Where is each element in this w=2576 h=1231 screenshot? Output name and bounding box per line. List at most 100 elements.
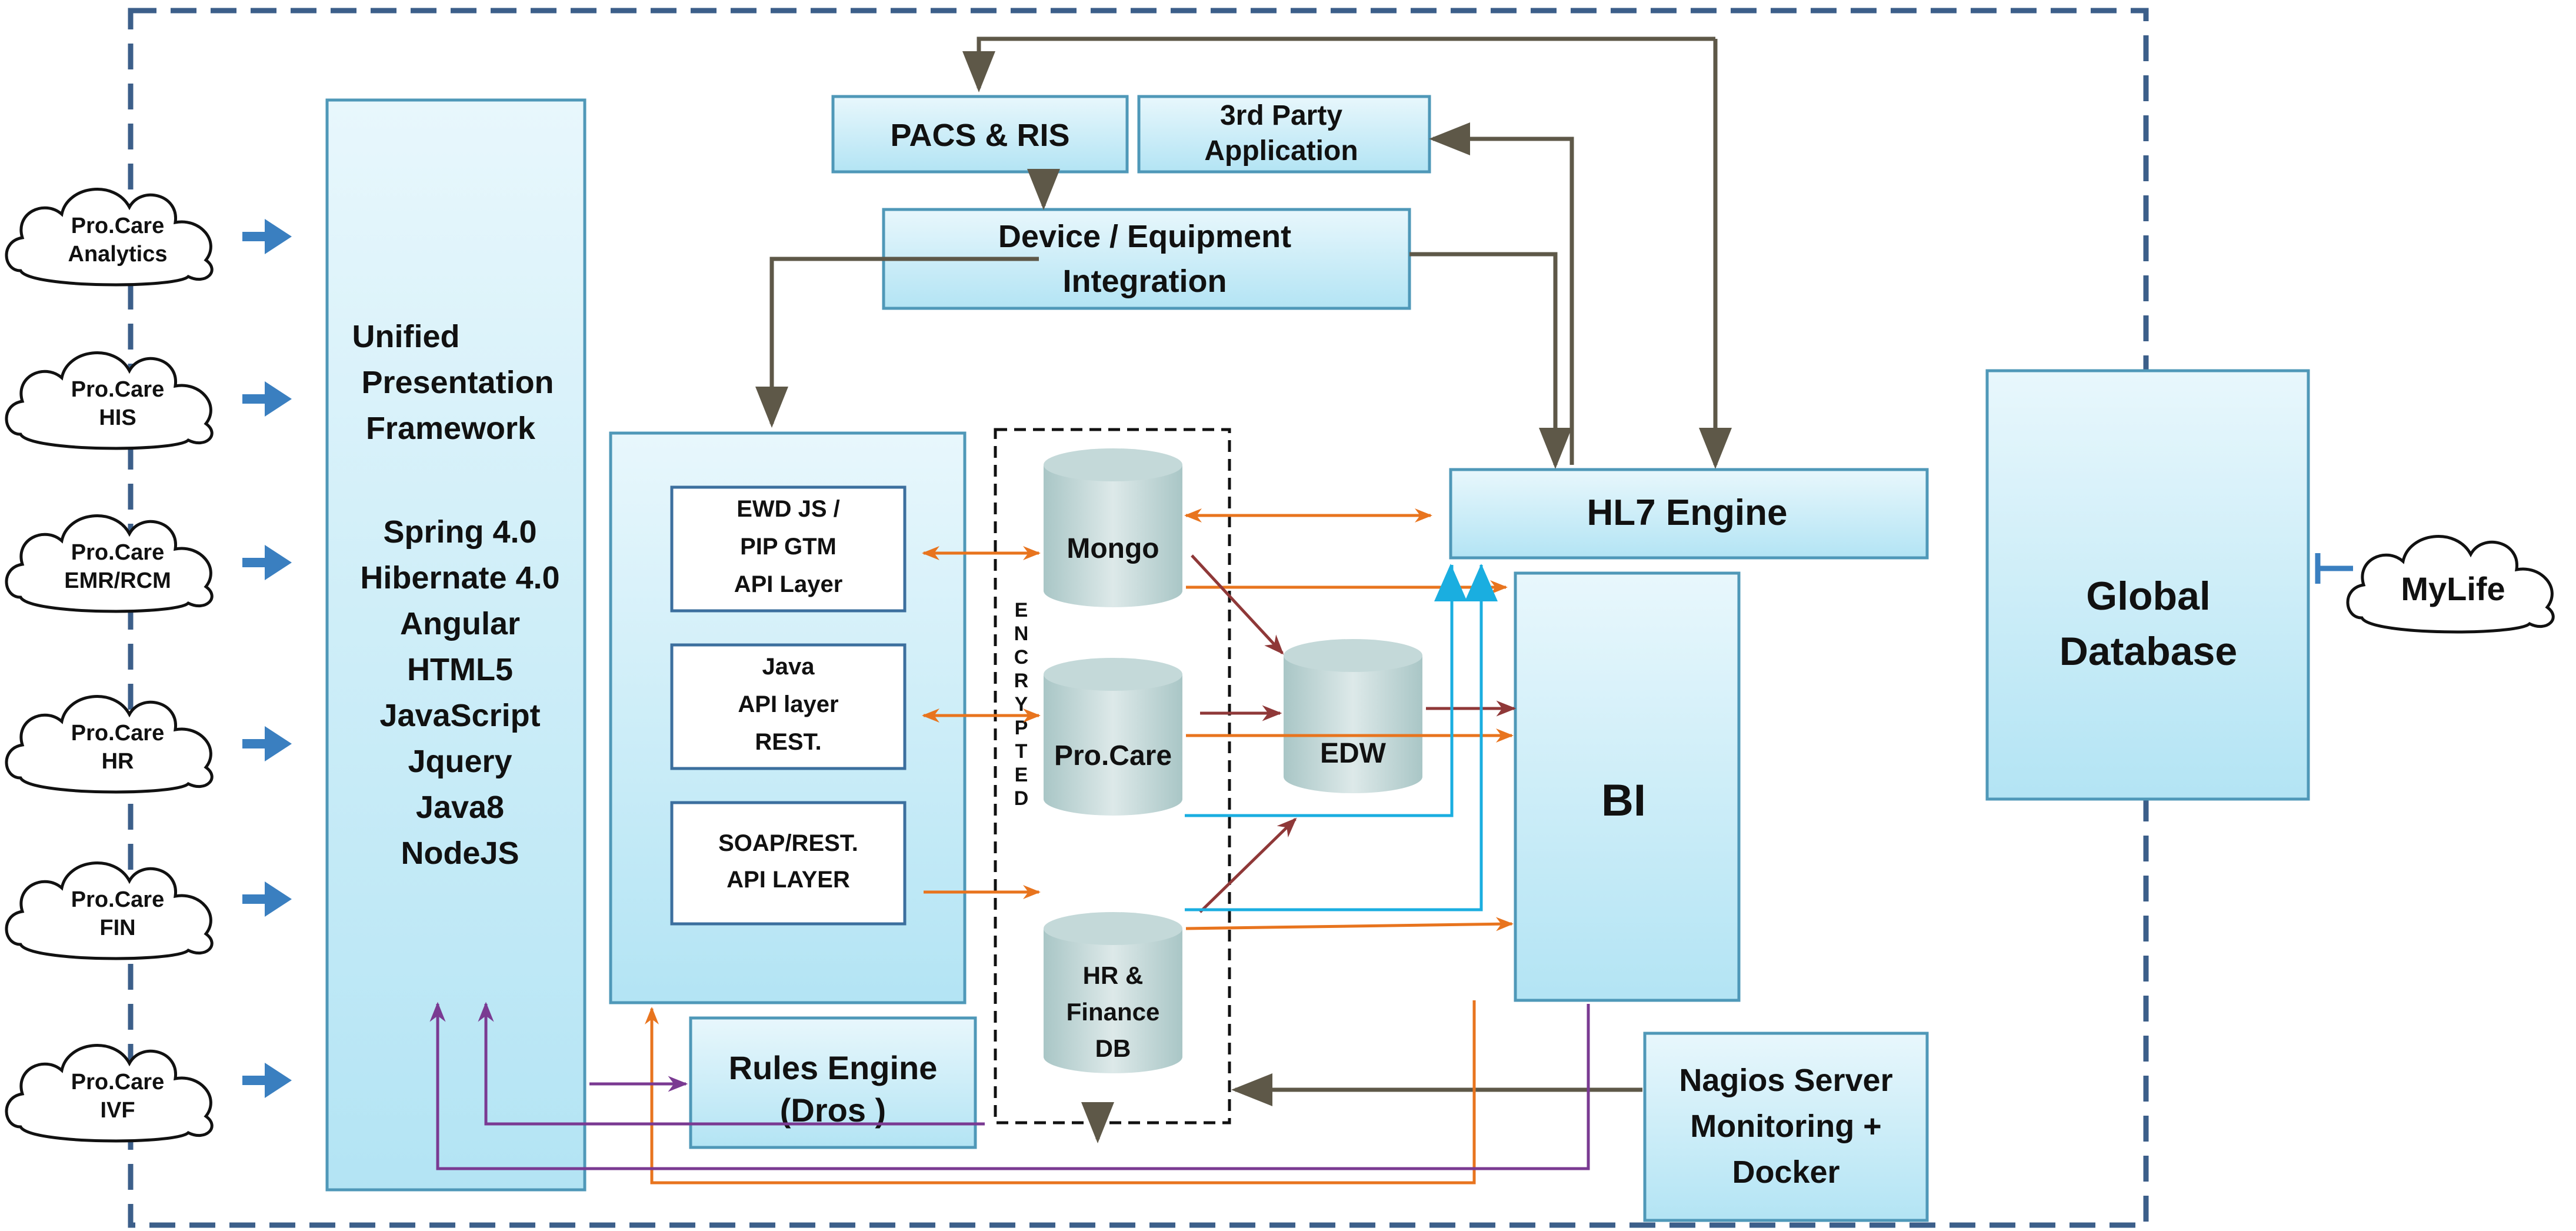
svg-text:N: N bbox=[1014, 623, 1029, 645]
pacs-ris-label: PACS & RIS bbox=[890, 118, 1069, 153]
mylife-label: MyLife bbox=[2401, 570, 2505, 607]
cloud-label-line1: Pro.Care bbox=[71, 214, 164, 238]
api-layer-ewd bbox=[670, 485, 907, 613]
cloud-procare-fin: Pro.Care FIN bbox=[5, 861, 214, 960]
api-layer-java bbox=[670, 643, 907, 770]
upf-tech-javascript: JavaScript bbox=[379, 698, 540, 733]
svg-text:C: C bbox=[1014, 646, 1029, 668]
cloud-label-line1: Pro.Care bbox=[71, 887, 164, 912]
global-db-line2: Database bbox=[2060, 629, 2237, 674]
cloud-label-line2: EMR/RCM bbox=[64, 568, 171, 593]
upf-tech-java8: Java8 bbox=[416, 790, 504, 825]
hrfin-line2: Finance bbox=[1067, 998, 1160, 1026]
third-party-line1: 3rd Party bbox=[1220, 100, 1342, 131]
api-layer-soap-rest bbox=[670, 801, 907, 926]
bi-box: BI bbox=[1514, 571, 1741, 1002]
hl7-engine-box: HL7 Engine bbox=[1449, 468, 1929, 560]
cloud-label-line2: IVF bbox=[100, 1098, 135, 1123]
encrypted-label: E N C R Y P T E D bbox=[1014, 599, 1029, 810]
mongo-label: Mongo bbox=[1067, 533, 1159, 564]
cloud-label-line1: Pro.Care bbox=[71, 377, 164, 402]
nagios-line1: Nagios Server bbox=[1679, 1063, 1892, 1098]
cloud-procare-analytics: Pro.Care Analytics bbox=[5, 188, 214, 287]
upf-title-line1: Unified bbox=[352, 319, 460, 354]
cyan-connectors bbox=[1185, 565, 1483, 911]
upf-title-line3: Framework bbox=[366, 411, 536, 446]
upf-tech-nodejs: NodeJS bbox=[401, 836, 519, 871]
third-party-line2: Application bbox=[1204, 135, 1358, 167]
cloud-label-line2: Analytics bbox=[68, 242, 168, 267]
cloud-icon bbox=[5, 861, 214, 960]
cloud-procare-emr-rcm: Pro.Care EMR/RCM bbox=[5, 514, 214, 613]
edw-database: EDW bbox=[1284, 639, 1422, 793]
bi-label: BI bbox=[1601, 776, 1646, 826]
edw-label: EDW bbox=[1320, 738, 1387, 769]
upf-tech-jquery: Jquery bbox=[408, 744, 512, 779]
cloud-icon bbox=[5, 695, 214, 794]
rules-engine-line1: Rules Engine bbox=[729, 1049, 938, 1086]
api-ewd-line2: PIP GTM bbox=[740, 534, 837, 560]
nagios-server-box: Nagios Server Monitoring + Docker bbox=[1643, 1032, 1929, 1222]
cloud-connectors bbox=[242, 219, 292, 1098]
orange-connectors bbox=[645, 508, 1514, 1185]
cyan-arrowheads bbox=[1434, 564, 1498, 601]
procare-db-label: Pro.Care bbox=[1054, 740, 1172, 771]
api-java-line3: REST. bbox=[755, 729, 821, 755]
cloud-label-line1: Pro.Care bbox=[71, 721, 164, 746]
device-line2: Integration bbox=[1063, 264, 1227, 299]
cloud-label-line2: HR bbox=[102, 749, 134, 774]
device-line1: Device / Equipment bbox=[998, 219, 1291, 254]
purple-connectors bbox=[429, 1002, 1590, 1170]
api-layer-container: EWD JS / PIP GTM API Layer Java API laye… bbox=[609, 431, 967, 1004]
svg-text:P: P bbox=[1015, 717, 1028, 739]
upf-tech-html5: HTML5 bbox=[407, 652, 513, 687]
cloud-icon bbox=[2346, 535, 2555, 634]
cloud-icon bbox=[5, 1044, 214, 1143]
hr-finance-database: HR & Finance DB bbox=[1044, 912, 1182, 1073]
hrfin-line1: HR & bbox=[1083, 961, 1144, 989]
upf-title-line2: Presentation bbox=[361, 365, 554, 400]
api-ewd-line3: API Layer bbox=[734, 571, 843, 597]
cloud-procare-ivf: Pro.Care IVF bbox=[5, 1044, 214, 1143]
procare-database: Pro.Care bbox=[1044, 658, 1182, 816]
api-java-line2: API layer bbox=[738, 691, 838, 717]
pacs-ris-box: PACS & RIS bbox=[831, 95, 1129, 174]
upf-tech-angular: Angular bbox=[400, 606, 520, 641]
svg-text:T: T bbox=[1015, 740, 1028, 763]
rules-engine-box: Rules Engine (Dros ) bbox=[689, 1016, 977, 1149]
brown-connectors bbox=[755, 36, 1732, 1143]
svg-text:E: E bbox=[1015, 599, 1028, 621]
api-soap-line2: API LAYER bbox=[727, 867, 850, 893]
cloud-label-line2: FIN bbox=[99, 916, 135, 940]
cloud-mylife: MyLife bbox=[2346, 535, 2555, 634]
global-db-line1: Global bbox=[2086, 574, 2211, 618]
hl7-engine-label: HL7 Engine bbox=[1587, 493, 1787, 533]
cloud-procare-his: Pro.Care HIS bbox=[5, 351, 214, 450]
api-ewd-line1: EWD JS / bbox=[737, 496, 840, 522]
mongo-database: Mongo bbox=[1044, 448, 1182, 607]
mylife-connector bbox=[2315, 553, 2353, 584]
nagios-line2: Monitoring + bbox=[1690, 1109, 1881, 1144]
svg-text:R: R bbox=[1014, 670, 1029, 692]
global-database-box: Global Database bbox=[1985, 369, 2310, 801]
svg-text:D: D bbox=[1014, 787, 1029, 810]
upf-tech-spring: Spring 4.0 bbox=[383, 514, 536, 550]
svg-text:Y: Y bbox=[1015, 693, 1028, 716]
maroon-connectors bbox=[1191, 554, 1517, 913]
api-java-line1: Java bbox=[762, 654, 815, 680]
svg-text:E: E bbox=[1015, 764, 1028, 786]
third-party-application-box: 3rd Party Application bbox=[1137, 95, 1431, 174]
upf-tech-hibernate: Hibernate 4.0 bbox=[360, 560, 559, 595]
cloud-label-line1: Pro.Care bbox=[71, 1070, 164, 1094]
cloud-icon bbox=[5, 351, 214, 450]
api-soap-line1: SOAP/REST. bbox=[718, 830, 858, 856]
cloud-label-line2: HIS bbox=[99, 405, 136, 430]
unified-presentation-framework: Unified Presentation Framework Spring 4.… bbox=[325, 98, 586, 1192]
cloud-icon bbox=[5, 188, 214, 287]
hrfin-line3: DB bbox=[1095, 1034, 1131, 1062]
cloud-label-line1: Pro.Care bbox=[71, 540, 164, 565]
cloud-icon bbox=[5, 514, 214, 613]
nagios-line3: Docker bbox=[1732, 1155, 1839, 1190]
cloud-procare-hr: Pro.Care HR bbox=[5, 695, 214, 794]
